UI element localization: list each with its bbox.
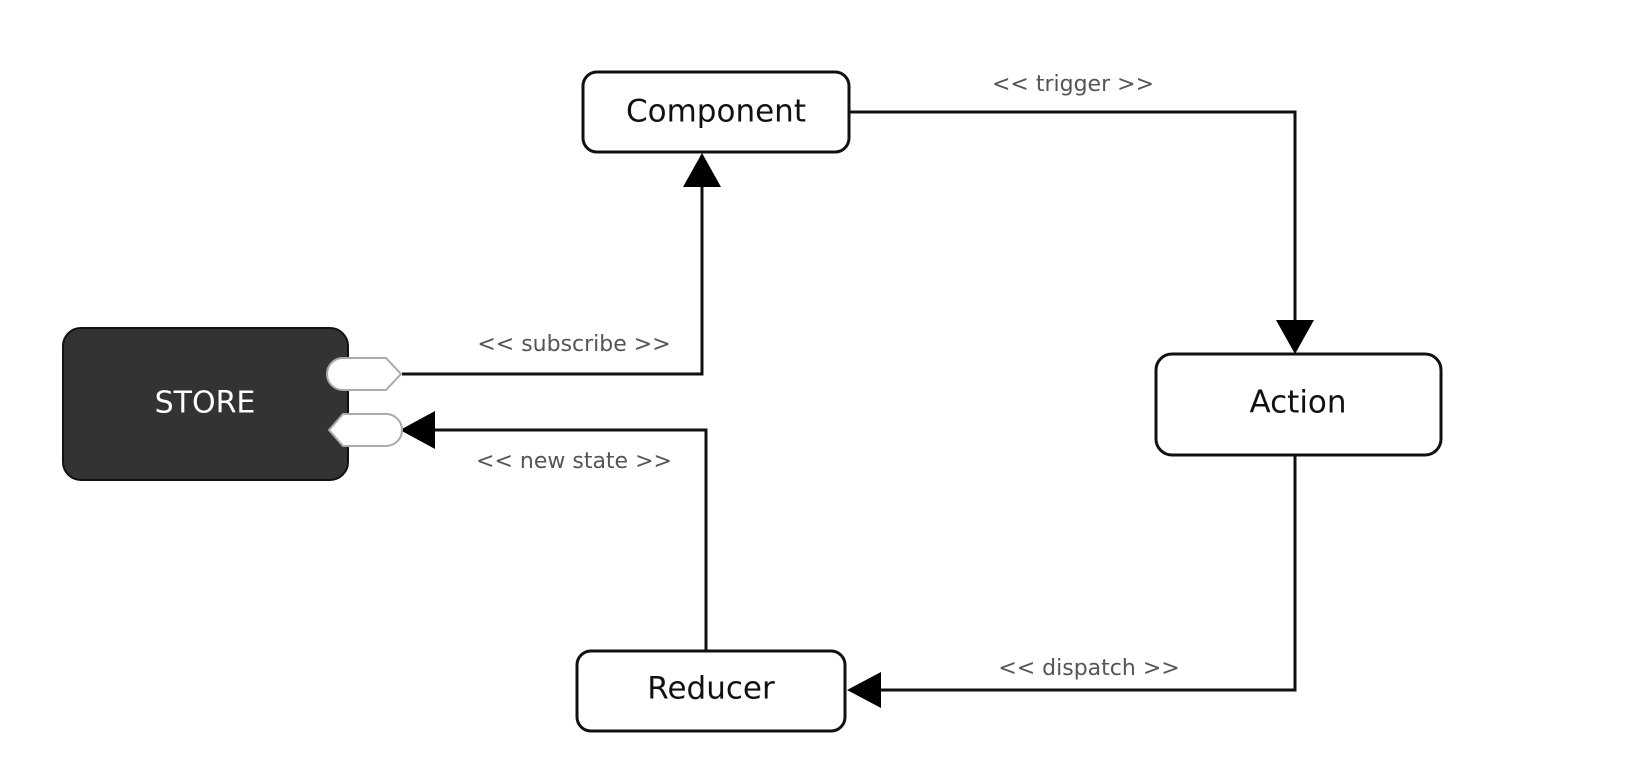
edge-new-state xyxy=(435,428,708,650)
edge-label-new-state: << new state >> xyxy=(476,449,672,474)
component-label: Component xyxy=(626,94,806,130)
arrowhead-trigger xyxy=(1276,320,1314,354)
arrowhead-subscribe xyxy=(683,153,721,187)
arrowhead-dispatch xyxy=(847,672,881,708)
store-label: STORE xyxy=(155,386,256,421)
edge-trigger xyxy=(849,110,1297,322)
arrowhead-new-state xyxy=(400,411,435,449)
edge-label-dispatch: << dispatch >> xyxy=(998,656,1179,681)
edge-subscribe xyxy=(402,185,704,376)
store-input-port[interactable] xyxy=(327,413,403,447)
reducer-label: Reducer xyxy=(647,671,775,707)
edge-label-subscribe: << subscribe >> xyxy=(477,332,670,357)
edge-label-trigger: << trigger >> xyxy=(992,72,1154,97)
edge-dispatch xyxy=(880,455,1297,692)
reducer-node[interactable]: Reducer xyxy=(575,649,847,733)
action-node[interactable]: Action xyxy=(1154,352,1443,457)
component-node[interactable]: Component xyxy=(581,70,851,154)
store-output-port[interactable] xyxy=(326,357,403,391)
store-node[interactable]: STORE xyxy=(62,327,349,481)
action-label: Action xyxy=(1249,385,1346,421)
